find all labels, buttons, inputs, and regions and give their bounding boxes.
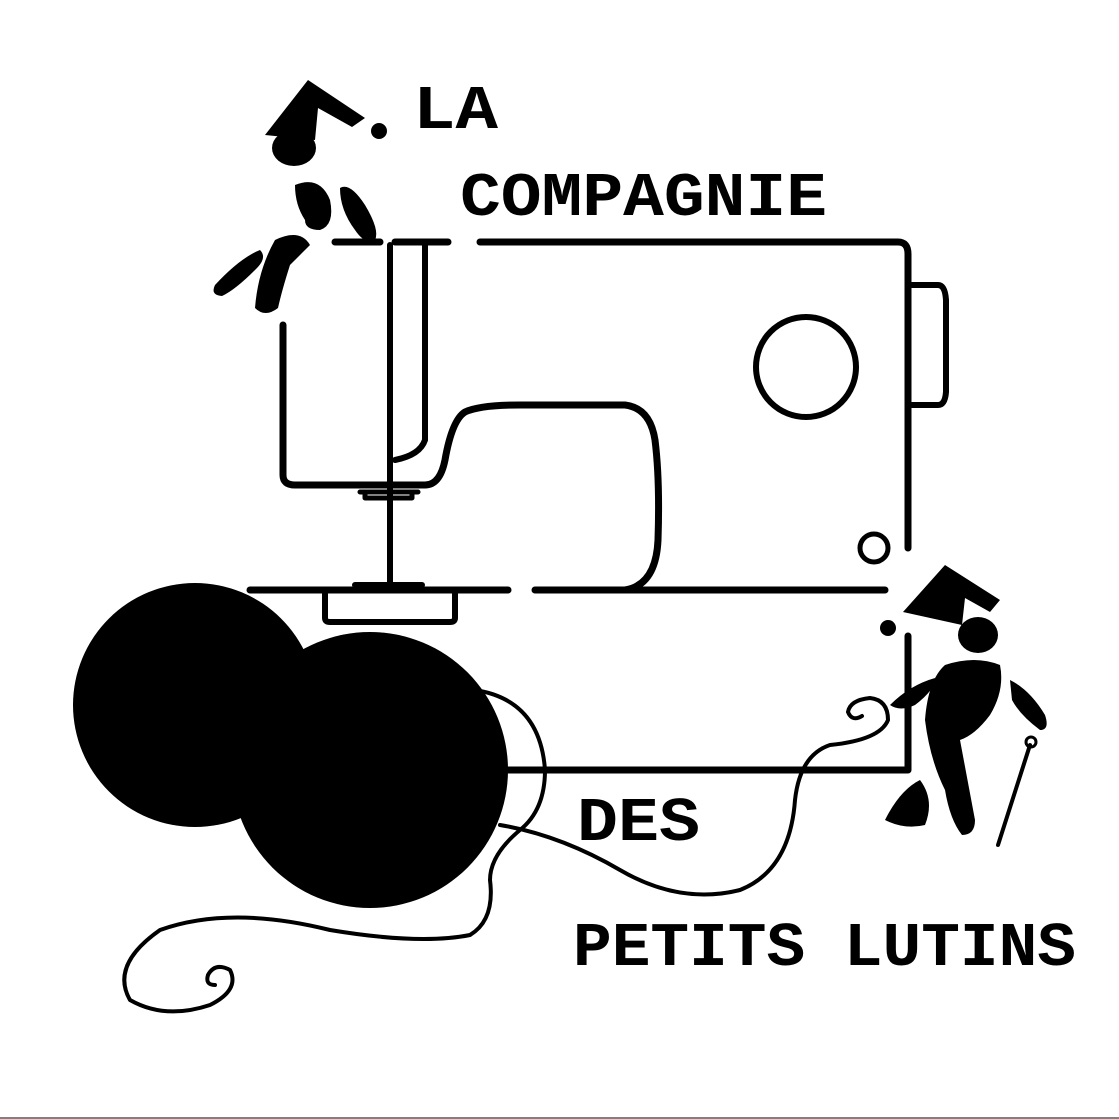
elf-top-icon — [213, 80, 387, 313]
logo-text-des: DES — [577, 788, 700, 859]
logo-text-petits-lutins: PETITS LUTINS — [573, 913, 1076, 984]
logo-text-la: LA — [413, 76, 499, 147]
elf-right-icon — [880, 565, 1047, 847]
logo-text-compagnie: COMPAGNIE — [460, 163, 827, 234]
bottom-divider — [0, 1117, 1119, 1119]
yarn-balls-icon — [73, 583, 890, 1014]
sewing-machine-icon — [246, 238, 949, 774]
